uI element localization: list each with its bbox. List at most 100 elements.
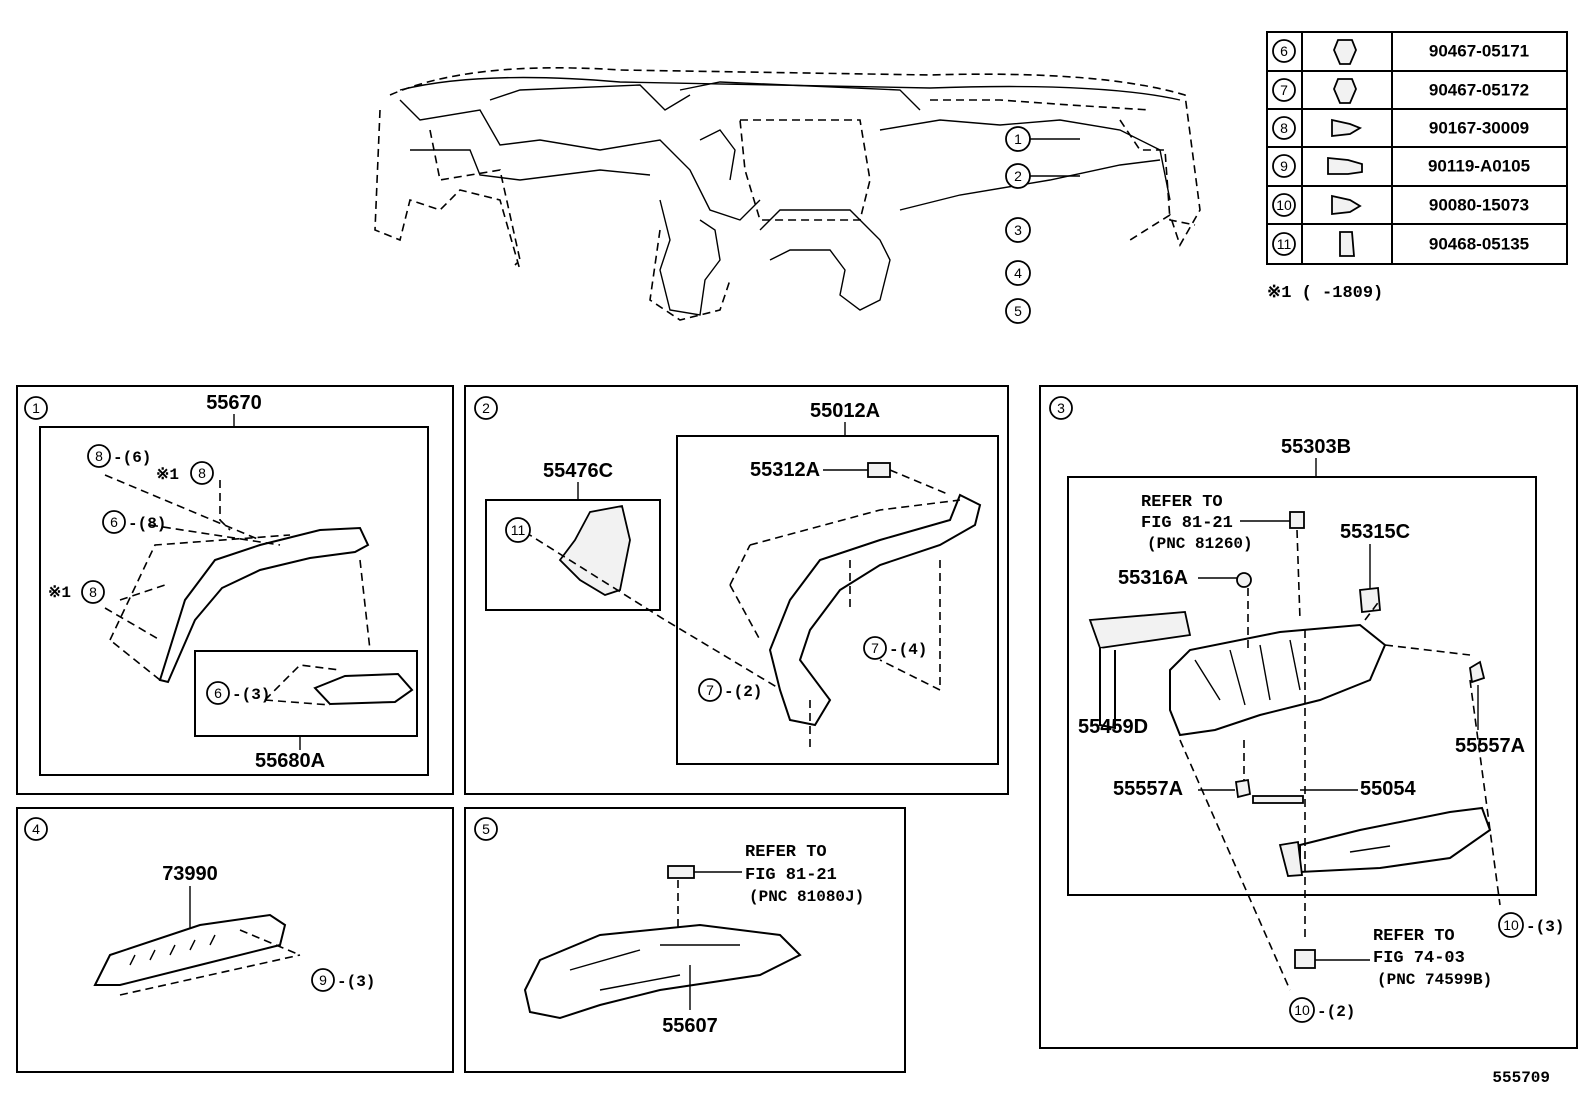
svg-text:11: 11 (1277, 236, 1292, 252)
p1-callout-6a: 6 -(8) (102, 510, 166, 534)
svg-text:-(6): -(6) (113, 449, 151, 467)
screw-icon (1331, 194, 1362, 216)
panel-5-index: 5 (482, 821, 490, 837)
fastener-row-10: 10 90080-15073 (1272, 193, 1529, 217)
svg-text:10: 10 (1276, 197, 1292, 213)
part-55303B-label: 55303B (1281, 436, 1351, 458)
fastener-table: 6 90467-05171 7 90467-05172 8 90167-3000… (1266, 31, 1568, 265)
refer-5-line1: REFER TO (745, 843, 827, 862)
panel-1-index: 1 (32, 400, 40, 416)
fastener-row-7: 7 90467-05172 (1272, 78, 1529, 104)
svg-text:90467-05171: 90467-05171 (1429, 42, 1529, 61)
part-55670-label: 55670 (206, 392, 262, 414)
part-55459D-label: 55459D (1078, 716, 1148, 738)
clip-icon (1333, 78, 1357, 104)
part-55607-label: 55607 (662, 1015, 718, 1037)
panel-2: 2 55012A 55476C 55312A 11 7 -(2) (464, 385, 1009, 795)
svg-text:90468-05135: 90468-05135 (1429, 235, 1529, 254)
svg-text:-(2): -(2) (724, 683, 762, 701)
p2-callout-7a: 7 -(2) (698, 678, 762, 702)
svg-text:-(3): -(3) (1526, 918, 1564, 936)
p3-callout-10a: 10 -(3) (1498, 912, 1564, 938)
svg-text:6: 6 (110, 514, 118, 530)
refer-1-line2: FIG 81-21 (1141, 514, 1233, 533)
svg-text:1: 1 (1014, 131, 1022, 147)
part-55680A-label: 55680A (255, 750, 325, 772)
figure-id: 555709 (1492, 1069, 1550, 1087)
svg-text:※1: ※1 (156, 466, 179, 484)
svg-text:3: 3 (1014, 222, 1022, 238)
panel-4-index: 4 (32, 821, 40, 837)
panel-3: 3 55303B REFER TO FIG 81-21 (PNC 81260) … (1039, 385, 1578, 1049)
svg-text:90119-A0105: 90119-A0105 (1428, 157, 1530, 176)
part-55315C-label: 55315C (1340, 521, 1410, 543)
refer-5-line2: FIG 81-21 (745, 866, 837, 885)
p1-callout-8c: ※1 8 (48, 580, 105, 604)
panel-1: 1 55670 55680A 8 -(6) ※1 8 (16, 385, 454, 795)
overview-callout-2: 2 (1005, 163, 1031, 189)
overview-callout-3: 3 (1005, 217, 1031, 243)
svg-text:9: 9 (319, 972, 327, 988)
svg-text:8: 8 (95, 448, 103, 464)
svg-text:90080-15073: 90080-15073 (1429, 196, 1529, 215)
svg-text:-(8): -(8) (128, 515, 166, 533)
p2-callout-11: 11 (505, 517, 531, 543)
svg-text:6: 6 (1280, 43, 1288, 59)
dashboard-overview-illustration (374, 67, 1201, 321)
refer-2-line3: (PNC 74599B) (1377, 971, 1492, 989)
note-text: ※1 ( -1809) (1267, 284, 1383, 303)
panel-4: 4 73990 9 -(3) (16, 807, 454, 1073)
panel-3-index: 3 (1057, 400, 1065, 416)
svg-text:※1: ※1 (48, 584, 71, 602)
svg-text:7: 7 (706, 682, 714, 698)
svg-text:6: 6 (214, 685, 222, 701)
svg-text:90167-30009: 90167-30009 (1429, 119, 1529, 138)
overview-callouts: 1 2 3 4 5 (1005, 126, 1031, 324)
part-73990-label: 73990 (162, 863, 218, 885)
refer-2-line2: FIG 74-03 (1373, 949, 1465, 968)
overview-callout-4: 4 (1005, 260, 1031, 286)
svg-text:2: 2 (1014, 168, 1022, 184)
part-55316A-label: 55316A (1118, 567, 1188, 589)
svg-text:5: 5 (1014, 303, 1022, 319)
svg-text:8: 8 (1280, 120, 1288, 136)
part-55557A-left-label: 55557A (1113, 778, 1183, 800)
part-55312A-label: 55312A (750, 459, 820, 481)
svg-text:-(4): -(4) (889, 641, 927, 659)
fastener-row-9: 9 90119-A0105 (1272, 154, 1530, 178)
part-55012A-label: 55012A (810, 400, 880, 422)
p1-callout-8a: 8 -(6) (87, 444, 151, 468)
svg-text:90467-05172: 90467-05172 (1429, 81, 1529, 100)
part-55054-label: 55054 (1360, 778, 1416, 800)
svg-text:7: 7 (1280, 82, 1288, 98)
svg-text:10: 10 (1503, 917, 1519, 933)
fastener-row-11: 11 90468-05135 (1272, 231, 1529, 257)
svg-text:9: 9 (1280, 158, 1288, 174)
part-55476C-label: 55476C (543, 460, 613, 482)
refer-5-line3: (PNC 81080J) (749, 888, 864, 906)
svg-text:-(3): -(3) (337, 973, 375, 991)
svg-text:-(2): -(2) (1317, 1003, 1355, 1021)
refer-1-line1: REFER TO (1141, 493, 1223, 512)
svg-text:10: 10 (1294, 1002, 1310, 1018)
p4-callout-9: 9 -(3) (311, 968, 375, 992)
fastener-row-6: 6 90467-05171 (1272, 39, 1529, 65)
svg-text:7: 7 (871, 640, 879, 656)
p1-callout-6b: 6 -(3) (206, 681, 270, 705)
part-55557A-right-label: 55557A (1455, 735, 1525, 757)
overview-callout-5: 5 (1005, 298, 1031, 324)
svg-text:8: 8 (89, 584, 97, 600)
p1-callout-8b: ※1 8 (156, 461, 214, 485)
screw-icon (1331, 118, 1363, 138)
svg-text:8: 8 (198, 465, 206, 481)
panel-5: 5 REFER TO FIG 81-21 (PNC 81080J) 55607 (464, 807, 906, 1073)
svg-text:4: 4 (1014, 265, 1022, 281)
clip-icon (1339, 231, 1355, 257)
svg-text:11: 11 (511, 522, 526, 538)
refer-1-line3: (PNC 81260) (1147, 535, 1253, 553)
clip-icon (1333, 39, 1357, 65)
overview-callout-1: 1 (1005, 126, 1031, 152)
refer-2-line1: REFER TO (1373, 927, 1455, 946)
bolt-icon (1327, 157, 1363, 175)
